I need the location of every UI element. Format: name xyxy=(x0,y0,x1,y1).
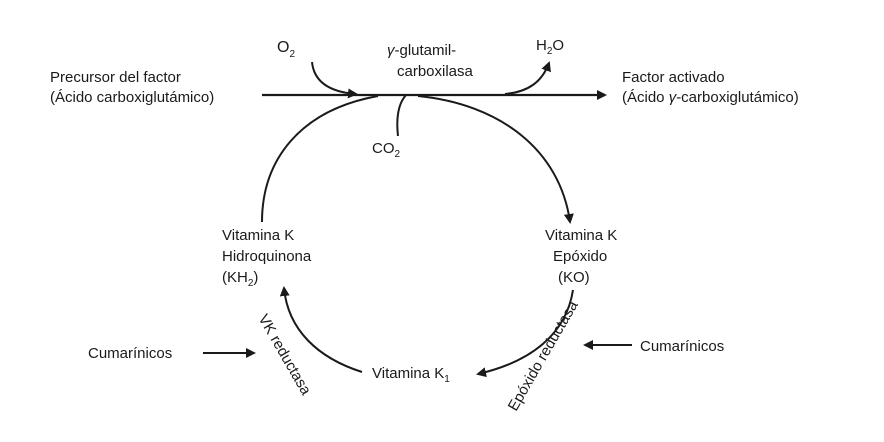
hydroquinone-open: (KH xyxy=(222,269,248,286)
oxygen-input-arrow xyxy=(311,61,358,99)
oxygen-sub: 2 xyxy=(289,49,295,60)
activated-label-suffix: -carboxiglutámico) xyxy=(676,89,799,106)
epoxide-label-line1: Vitamina K xyxy=(545,227,617,244)
vitamin-k1-label: Vitamina K1 xyxy=(372,365,450,385)
epoxide-label-line3: (KO) xyxy=(558,269,590,286)
enzyme-label-line1: γ-glutamil- xyxy=(387,42,456,59)
co2-sub: 2 xyxy=(395,149,401,160)
precursor-label-line1: Precursor del factor xyxy=(50,69,181,86)
vitamin-k1-base: Vitamina K xyxy=(372,365,444,382)
coumarin-right-label: Cumarínicos xyxy=(640,338,724,355)
hydroquinone-label-line1: Vitamina K xyxy=(222,227,294,244)
water-base1: H xyxy=(536,37,547,54)
epoxide-label-line2: Epóxido xyxy=(553,248,607,265)
co2-curve xyxy=(396,94,407,137)
oxygen-base: O xyxy=(277,39,289,56)
hydroquinone-label-line3: (KH2) xyxy=(222,269,258,289)
water-label: H2O xyxy=(536,37,564,57)
epoxide-reductase-label: Epóxido reductasa xyxy=(505,297,582,414)
epoxide-to-k1-arc xyxy=(476,289,574,378)
activated-label-line2: (Ácido γ-carboxiglutámico) xyxy=(622,89,799,106)
k1-to-hydroquinone-arc xyxy=(279,286,363,373)
coumarin-left-label: Cumarínicos xyxy=(88,345,172,362)
vk-reductase-label: VK reductasa xyxy=(255,312,315,399)
activated-label-greek: γ xyxy=(669,89,678,106)
enzyme-label-line2: carboxilasa xyxy=(397,63,474,80)
oxygen-label: O2 xyxy=(277,39,295,60)
water-output-arrow xyxy=(504,61,551,95)
vitamin-k1-sub: 1 xyxy=(444,374,450,385)
water-sub: 2 xyxy=(547,46,553,57)
hydroquinone-sub: 2 xyxy=(248,278,254,289)
carboxylase-to-epoxide-arc xyxy=(417,95,574,224)
enzyme-label-rest: -glutamil- xyxy=(395,42,457,59)
enzyme-label-greek: γ xyxy=(387,42,396,59)
co2-base: CO xyxy=(372,140,395,157)
hydroquinone-to-carboxylase-arc xyxy=(261,95,379,223)
hydroquinone-close: ) xyxy=(253,269,258,286)
activated-label-prefix: (Ácido xyxy=(622,89,669,106)
water-base2: O xyxy=(552,37,564,54)
precursor-label-line2: (Ácido carboxiglutámico) xyxy=(50,89,214,106)
activated-label-line1: Factor activado xyxy=(622,69,725,86)
co2-label: CO2 xyxy=(372,140,401,160)
hydroquinone-label-line2: Hidroquinona xyxy=(222,248,312,265)
